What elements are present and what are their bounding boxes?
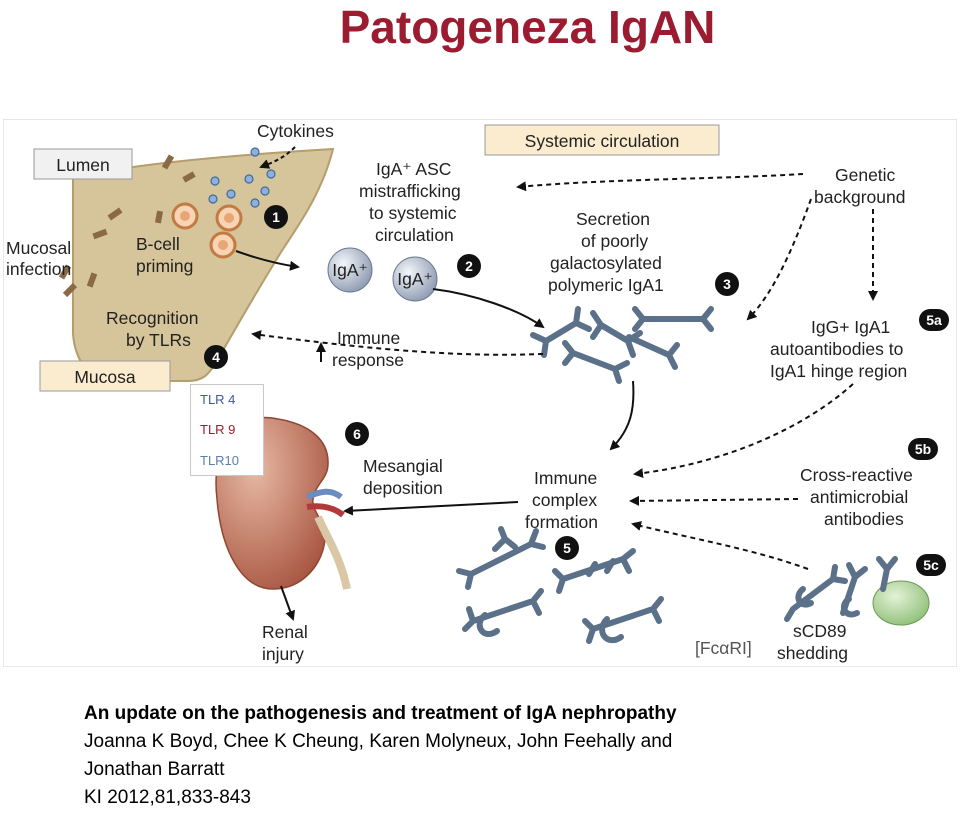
immune-complex-label-1: Immune bbox=[534, 468, 597, 488]
pathogenesis-diagram: Lumen Mucosa Cytokines Mucosal infection… bbox=[3, 119, 957, 667]
step-badge-3: 3 bbox=[715, 272, 739, 296]
iga-asc-label-3: to systemic bbox=[369, 203, 457, 223]
cytokine-dots bbox=[208, 147, 276, 208]
diagram-canvas: Lumen Mucosa Cytokines Mucosal infection… bbox=[3, 119, 957, 667]
step-badge-2: 2 bbox=[457, 254, 481, 278]
genetic-label-2: background bbox=[814, 187, 905, 207]
step-badge-4: 4 bbox=[204, 345, 228, 369]
step-badge-5: 5 bbox=[555, 536, 579, 560]
secretion-label-1: Secretion bbox=[576, 209, 650, 229]
mesangial-label-2: deposition bbox=[363, 478, 443, 498]
renal-injury-label-1: Renal bbox=[262, 622, 308, 642]
tlr-item-10: TLR10 bbox=[200, 453, 240, 468]
renal-injury-label-2: injury bbox=[262, 644, 304, 664]
mesangial-label-1: Mesangial bbox=[363, 456, 443, 476]
b-cells bbox=[171, 202, 243, 259]
cross-reactive-label-1: Cross-reactive bbox=[800, 465, 913, 485]
systemic-circulation-box bbox=[484, 124, 720, 156]
step-badge-6: 6 bbox=[345, 422, 369, 446]
immune-response-label-1: Immune bbox=[337, 328, 400, 348]
citation-title: An update on the pathogenesis and treatm… bbox=[84, 703, 677, 724]
lumen-box bbox=[33, 148, 133, 180]
svg-text:1: 1 bbox=[272, 209, 280, 225]
svg-text:IgA⁺: IgA⁺ bbox=[397, 269, 433, 289]
citation-authors-line-2: Jonathan Barratt bbox=[84, 759, 225, 780]
cross-reactive-label-3: antibodies bbox=[824, 509, 904, 529]
immune-complexes bbox=[456, 526, 664, 644]
secretion-label-4: polymeric IgA1 bbox=[548, 275, 664, 295]
igg-label-3: IgA1 hinge region bbox=[770, 361, 907, 381]
cross-reactive-label-2: antimicrobial bbox=[810, 487, 908, 507]
fcari-receptor bbox=[872, 556, 930, 626]
scd89-complexes bbox=[784, 562, 868, 622]
svg-text:5b: 5b bbox=[915, 441, 931, 457]
immune-response-label-2: response bbox=[332, 350, 404, 370]
mucosa-label: Mucosa bbox=[74, 367, 136, 387]
systemic-circulation-label: Systemic circulation bbox=[525, 131, 680, 151]
step-badge-5c: 5c bbox=[916, 554, 946, 576]
genetic-label-1: Genetic bbox=[835, 165, 896, 185]
step-badge-5a: 5a bbox=[919, 309, 949, 331]
svg-text:5a: 5a bbox=[926, 312, 942, 328]
svg-text:3: 3 bbox=[723, 276, 731, 292]
cytokines-label: Cytokines bbox=[257, 121, 334, 141]
fcari-label: [FcαRI] bbox=[695, 638, 752, 658]
step-badge-1: 1 bbox=[264, 205, 288, 229]
mucosal-infection-label-1: Mucosal bbox=[6, 238, 71, 258]
tlr-legend-box: TLR 4 TLR 9 TLR10 bbox=[190, 384, 264, 476]
igg-label-1: IgG+ IgA1 bbox=[811, 317, 890, 337]
citation-authors: Joanna K Boyd, Chee K Cheung, Karen Moly… bbox=[84, 728, 944, 784]
citation-authors-line-1: Joanna K Boyd, Chee K Cheung, Karen Moly… bbox=[84, 731, 673, 752]
step-badge-5b: 5b bbox=[908, 438, 938, 460]
scd89-label-1: sCD89 bbox=[793, 621, 847, 641]
svg-text:6: 6 bbox=[353, 426, 361, 442]
svg-text:IgA⁺: IgA⁺ bbox=[332, 260, 368, 280]
iga-cell-1: IgA⁺ bbox=[327, 247, 373, 293]
iga-asc-label-1: IgA⁺ ASC bbox=[376, 159, 451, 179]
immune-complex-label-2: complex bbox=[532, 490, 597, 510]
cytokines-arrow bbox=[259, 146, 296, 169]
mucosa-box bbox=[39, 360, 171, 392]
svg-text:2: 2 bbox=[465, 258, 473, 274]
tlr-item-9: TLR 9 bbox=[200, 422, 236, 437]
citation-reference: KI 2012,81,833-843 bbox=[84, 787, 251, 808]
immune-complex-label-3: formation bbox=[525, 512, 598, 532]
citation: An update on the pathogenesis and treatm… bbox=[84, 700, 944, 812]
polymeric-iga1-cluster bbox=[530, 306, 714, 384]
mucosal-infection-label-2: infection bbox=[6, 259, 71, 279]
secretion-label-2: of poorly bbox=[581, 231, 648, 251]
lumen-label: Lumen bbox=[56, 155, 110, 175]
igg-label-2: autoantibodies to bbox=[770, 339, 903, 359]
svg-text:5c: 5c bbox=[923, 557, 939, 573]
secretion-label-3: galactosylated bbox=[550, 253, 662, 273]
recognition-label-2: by TLRs bbox=[126, 330, 191, 350]
b-cell-priming-label-2: priming bbox=[136, 256, 193, 276]
svg-text:4: 4 bbox=[212, 349, 220, 365]
iga-asc-label-4: circulation bbox=[375, 225, 454, 245]
scd89-label-2: shedding bbox=[777, 643, 848, 663]
pathway-arrows bbox=[235, 173, 878, 621]
iga-asc-label-2: mistrafficking bbox=[359, 181, 461, 201]
iga-cell-2: IgA⁺ bbox=[392, 256, 438, 302]
bacteria bbox=[58, 154, 196, 298]
tlr-item-4: TLR 4 bbox=[200, 392, 236, 407]
slide-title: Patogeneza IgAN bbox=[339, 1, 716, 53]
recognition-label-1: Recognition bbox=[106, 308, 198, 328]
b-cell-priming-label-1: B-cell bbox=[136, 234, 180, 254]
svg-text:5: 5 bbox=[563, 540, 571, 556]
